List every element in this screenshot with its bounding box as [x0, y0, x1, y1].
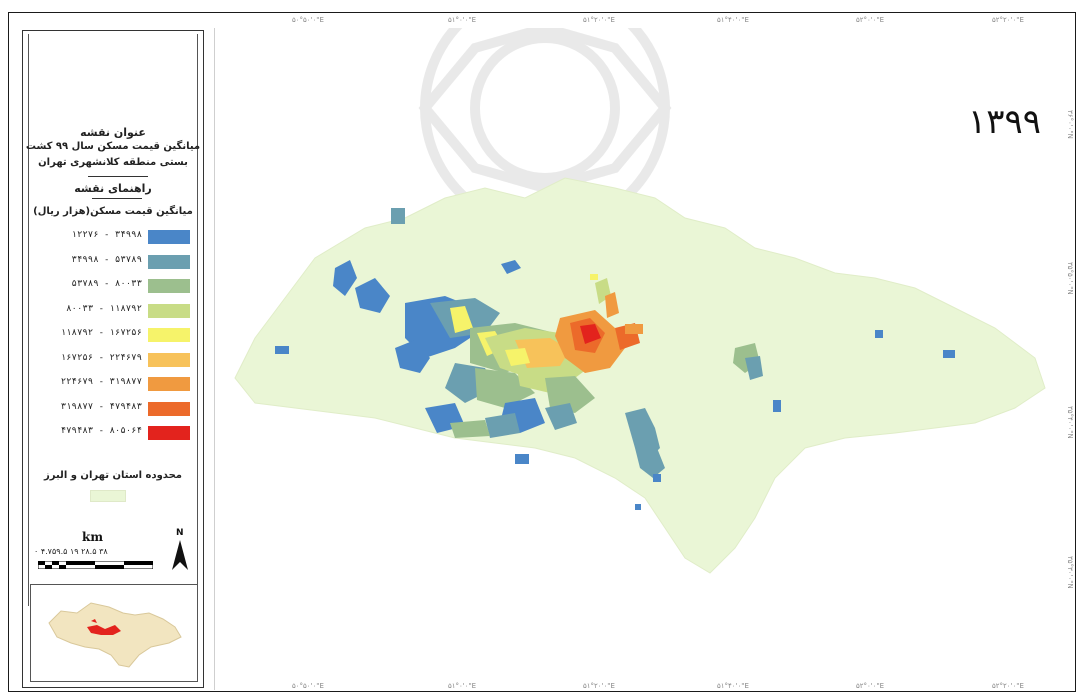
inset-map: [30, 584, 198, 682]
coord-top-5: ۵۲°۰'۰"E: [856, 16, 885, 24]
legend-class-swatch: [148, 401, 190, 416]
legend-subheading: میانگین قیمت مسکن(هزار ریال): [33, 206, 193, 217]
boundary-swatch: [90, 490, 126, 502]
coord-bottom-6: ۵۲°۲۰'۰"E: [992, 682, 1024, 690]
legend-class-row: ۱۶۷۲۵۶ - ۲۲۴۶۷۹: [30, 351, 200, 369]
map-title-line-2: بستی منطقه کلانشهری تهران: [38, 157, 188, 168]
coord-right-1: ۳۶°۰'۰"N: [1066, 110, 1074, 139]
map-title-line-1: میانگین قیمت مسکن سال ۹۹ کشت: [25, 141, 201, 152]
legend-class-swatch: [148, 230, 190, 244]
map-graphic: [234, 28, 1046, 574]
legend-class-row: ۸۰۰۳۳ - ۱۱۸۷۹۲: [30, 302, 200, 320]
legend-class-swatch: [148, 254, 190, 269]
north-arrow-icon: [172, 540, 188, 570]
title-separator: [88, 176, 148, 177]
coord-right-2: ۳۵°۵۰'۰"N: [1066, 262, 1074, 295]
legend-inner-border: [28, 34, 198, 606]
legend-class-label: ۱۲۲۷۶ - ۳۴۹۹۸: [71, 230, 142, 240]
legend-class-row: ۳۴۹۹۸ - ۵۳۷۸۹: [30, 253, 200, 271]
coord-bottom-3: ۵۱°۲۰'۰"E: [583, 682, 615, 690]
map-frame: [8, 12, 1076, 692]
price-clusters: [275, 208, 955, 510]
coord-top-3: ۵۱°۲۰'۰"E: [583, 16, 615, 24]
legend-class-label: ۸۰۰۳۳ - ۱۱۸۷۹۲: [66, 303, 142, 314]
year-label: ۱۳۹۹: [968, 102, 1042, 142]
coord-bottom-1: ۵۰°۵۰'۰"E: [292, 682, 324, 690]
province-boundary: [234, 177, 1046, 574]
legend-heading: راهنمای نقشه: [74, 182, 152, 195]
legend-class-label: ۱۱۸۷۹۲ - ۱۶۷۲۵۶: [60, 328, 142, 338]
legend-class-row: ۱۱۸۷۹۲ - ۱۶۷۲۵۶: [30, 326, 200, 344]
coord-right-3: ۳۵°۴۰'۰"N: [1066, 406, 1074, 439]
coord-bottom-5: ۵۲°۰'۰"E: [856, 682, 885, 690]
scale-bar: [38, 561, 153, 569]
legend-class-swatch: [148, 328, 190, 342]
legend-class-row: ۵۳۷۸۹ - ۸۰۰۳۳: [30, 277, 200, 295]
legend-class-swatch: [148, 352, 190, 367]
coord-top-6: ۵۲°۲۰'۰"E: [992, 16, 1024, 24]
coord-top-2: ۵۱°۰'۰"E: [448, 16, 477, 24]
legend-class-swatch: [148, 279, 190, 293]
map-canvas: [214, 28, 1061, 690]
legend-class-row: ۳۱۹۸۷۷ - ۴۷۹۴۸۳: [30, 400, 200, 418]
legend-class-swatch: [148, 303, 190, 318]
scale-unit: km: [82, 530, 104, 544]
legend-separator: [92, 198, 142, 199]
legend-class-label: ۲۲۴۶۷۹ - ۳۱۹۸۷۷: [60, 377, 142, 387]
coord-right-4: ۳۵°۳۰'۰"N: [1066, 556, 1074, 589]
legend-class-label: ۱۶۷۲۵۶ - ۲۲۴۶۷۹: [60, 352, 142, 363]
legend-class-row: ۱۲۲۷۶ - ۳۴۹۹۸: [30, 228, 200, 246]
legend-class-label: ۴۷۹۴۸۳ - ۸۰۵۰۶۴: [60, 426, 142, 436]
coord-top-4: ۵۱°۴۰'۰"E: [717, 16, 749, 24]
map-title-label: عنوان نقشه: [80, 126, 146, 139]
legend-class-label: ۵۳۷۸۹ - ۸۰۰۳۳: [71, 279, 142, 289]
north-label: N: [176, 528, 184, 538]
coord-bottom-2: ۵۱°۰'۰"E: [448, 682, 477, 690]
legend-class-swatch: [148, 377, 190, 391]
coord-top-1: ۵۰°۵۰'۰"E: [292, 16, 324, 24]
coord-bottom-4: ۵۱°۴۰'۰"E: [717, 682, 749, 690]
legend-class-swatch: [148, 426, 190, 440]
legend-class-label: ۳۴۹۹۸ - ۵۳۷۸۹: [71, 254, 142, 265]
scale-ticks: ۰ ۴.۷۵۹.۵ ۱۹ ۲۸.۵ ۳۸: [34, 547, 108, 556]
boundary-label: محدوده استان تهران و البرز: [44, 470, 182, 481]
inset-map-graphic: [48, 602, 182, 668]
legend-class-row: ۴۷۹۴۸۳ - ۸۰۵۰۶۴: [30, 424, 200, 442]
legend-class-label: ۳۱۹۸۷۷ - ۴۷۹۴۸۳: [60, 401, 142, 412]
legend-class-row: ۲۲۴۶۷۹ - ۳۱۹۸۷۷: [30, 375, 200, 393]
